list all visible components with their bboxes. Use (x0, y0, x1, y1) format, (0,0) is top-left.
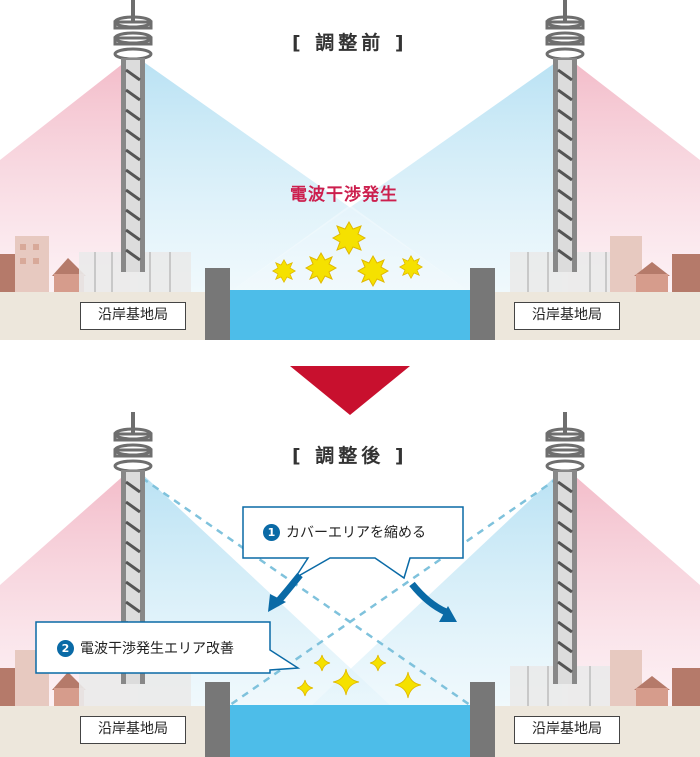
beam-left-outer (0, 58, 130, 292)
sparkles (296, 654, 422, 699)
wall-left (205, 268, 230, 340)
station-label-right-after: 沿岸基地局 (514, 716, 620, 744)
station-label-right: 沿岸基地局 (514, 302, 620, 330)
panel-before (0, 0, 700, 340)
wall-right-after (470, 682, 495, 757)
beam-right-outer-after (568, 470, 700, 707)
interference-label: 電波干渉発生 (290, 185, 398, 205)
callout-2: 2 電波干渉発生エリア改善 (57, 638, 234, 658)
water (228, 290, 472, 340)
down-arrow (290, 366, 410, 415)
beam-right-outer (568, 58, 700, 292)
callout-1-number: 1 (263, 524, 280, 541)
station-label-left-after: 沿岸基地局 (80, 716, 186, 744)
water-after (228, 705, 472, 757)
buildings-right-after (510, 650, 700, 708)
callout-1-shape (242, 506, 464, 622)
wall-right (470, 268, 495, 340)
interference-bursts (271, 220, 424, 288)
callout-2-number: 2 (57, 640, 74, 657)
wall-left-after (205, 682, 230, 757)
station-label-left: 沿岸基地局 (80, 302, 186, 330)
callout-2-text: 電波干渉発生エリア改善 (80, 641, 234, 657)
callout-1: 1 カバーエリアを縮める (263, 522, 426, 542)
callout-1-text: カバーエリアを縮める (286, 525, 426, 541)
heading-before: [ 調整前 ] (292, 32, 408, 54)
beam-right-inner-after (310, 470, 562, 707)
beam-right-inner (230, 58, 562, 292)
heading-after: [ 調整後 ] (292, 445, 408, 467)
old-coverage-dashed (141, 476, 559, 707)
callout-2-shape (35, 621, 301, 674)
